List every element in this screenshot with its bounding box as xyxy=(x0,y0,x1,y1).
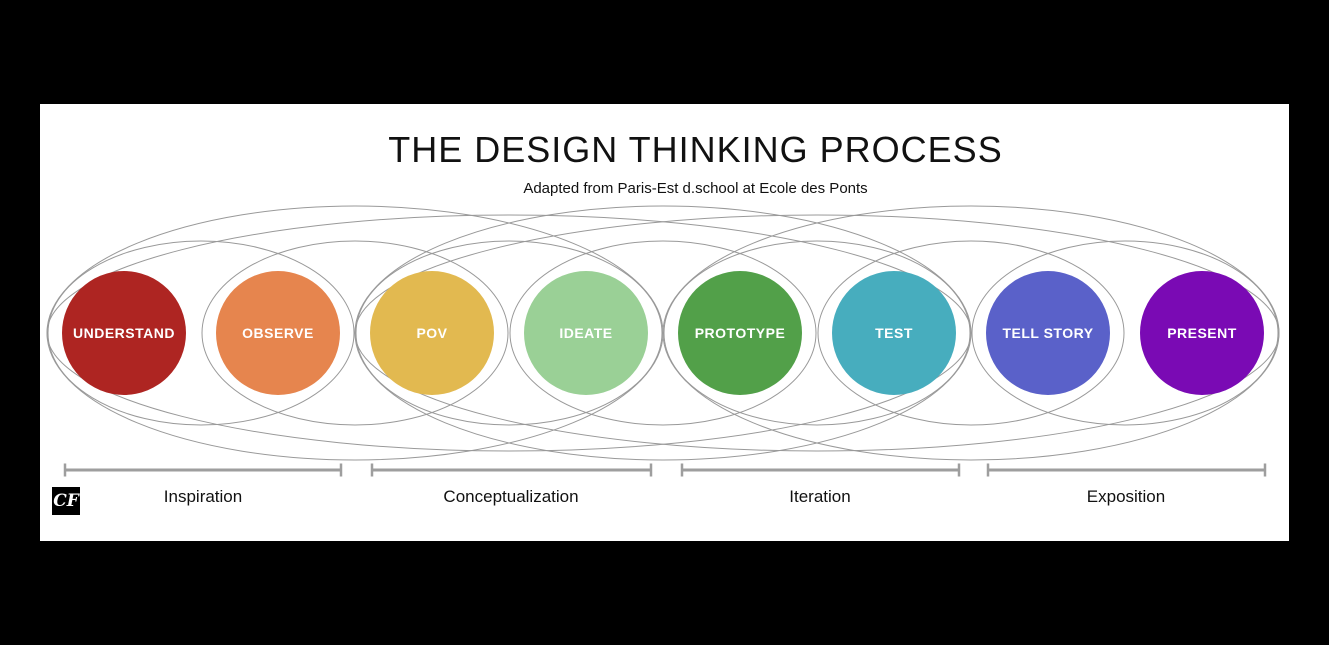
stage-circle xyxy=(216,271,340,395)
phase-label: Conceptualization xyxy=(443,487,578,506)
stage-circle xyxy=(832,271,956,395)
loop-ellipse xyxy=(509,240,817,426)
cf-logo-text: CF xyxy=(53,491,79,511)
stage-label: UNDERSTAND xyxy=(73,325,175,341)
stage-present: PRESENT xyxy=(1140,271,1264,395)
stage-circle xyxy=(1140,271,1264,395)
stage-understand: UNDERSTAND xyxy=(62,271,186,395)
stage-label: TEST xyxy=(875,325,913,341)
loop-ellipse xyxy=(47,240,355,426)
stage-tell-story: TELL STORY xyxy=(986,271,1110,395)
page-title: THE DESIGN THINKING PROCESS xyxy=(388,129,1003,170)
cf-logo: CF xyxy=(52,487,80,515)
stage-circle xyxy=(524,271,648,395)
loop-ellipse xyxy=(817,240,1125,426)
loop-ellipse xyxy=(971,240,1279,426)
phase-conceptualization: Conceptualization xyxy=(370,463,653,506)
stage-label: OBSERVE xyxy=(242,325,314,341)
stage-circle xyxy=(678,271,802,395)
stage-label: PROTOTYPE xyxy=(695,325,786,341)
phase-label: Iteration xyxy=(789,487,850,506)
phase-inspiration: Inspiration xyxy=(63,463,343,506)
phase-exposition: Exposition xyxy=(986,463,1267,506)
loop-ellipse xyxy=(355,240,663,426)
stage-observe: OBSERVE xyxy=(216,271,340,395)
stage-label: IDEATE xyxy=(559,325,612,341)
loop-ellipse xyxy=(46,214,972,452)
diagram-card: THE DESIGN THINKING PROCESS Adapted from… xyxy=(40,104,1289,541)
stage-pov: POV xyxy=(370,271,494,395)
stage-ideate: IDEATE xyxy=(524,271,648,395)
loop-ellipse xyxy=(663,240,971,426)
stage-circle xyxy=(370,271,494,395)
phase-label: Inspiration xyxy=(164,487,242,506)
stage-label: PRESENT xyxy=(1167,325,1237,341)
loop-ellipse xyxy=(354,214,1280,452)
design-thinking-diagram: UNDERSTAND OBSERVE POV IDEATE PROTOTYPE … xyxy=(46,205,1280,506)
process-loops xyxy=(46,205,1280,461)
stage-prototype: PROTOTYPE xyxy=(678,271,802,395)
phase-label: Exposition xyxy=(1087,487,1165,506)
stage-circle xyxy=(62,271,186,395)
stage-circle xyxy=(986,271,1110,395)
stage-label: POV xyxy=(416,325,447,341)
loop-ellipse xyxy=(201,240,509,426)
stage-label: TELL STORY xyxy=(1002,325,1093,341)
stage-test: TEST xyxy=(832,271,956,395)
page-subtitle: Adapted from Paris-Est d.school at Ecole… xyxy=(523,180,868,197)
phase-iteration: Iteration xyxy=(680,463,961,506)
